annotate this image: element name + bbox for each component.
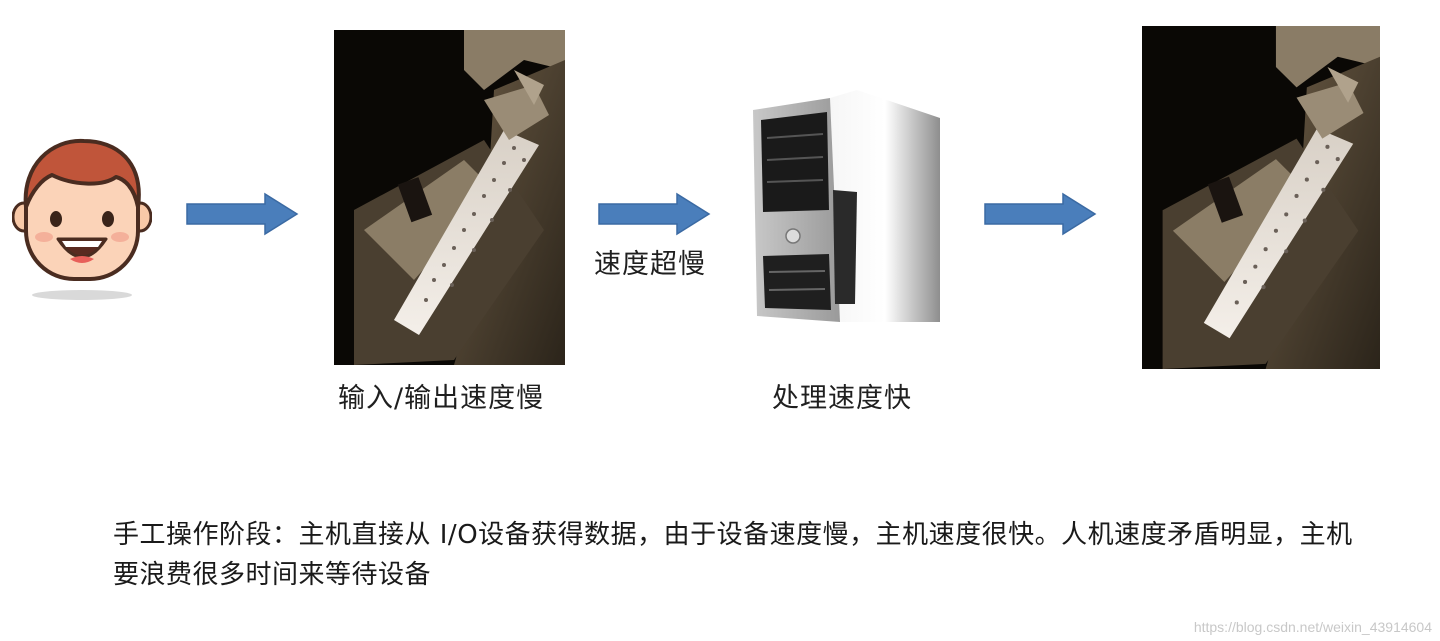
arrow-right-icon	[186, 192, 299, 236]
arrow-right-icon	[984, 192, 1097, 236]
watermark-text: https://blog.csdn.net/weixin_43914604	[1193, 619, 1432, 635]
io-speed-caption: 输入/输出速度慢	[338, 383, 545, 414]
link-speed-caption: 速度超慢	[594, 249, 706, 280]
arrow-right-icon	[598, 192, 711, 236]
description-text: 手工操作阶段：主机直接从 I/O设备获得数据，由于设备速度慢，主机速度很快。人机…	[113, 520, 1353, 590]
processor-speed-caption: 处理速度快	[772, 383, 912, 414]
desktop-tower-icon	[753, 90, 940, 322]
punch-tape-machine-photo	[334, 30, 565, 365]
punch-tape-machine-photo	[1142, 26, 1380, 369]
smiling-face-icon	[12, 138, 152, 300]
